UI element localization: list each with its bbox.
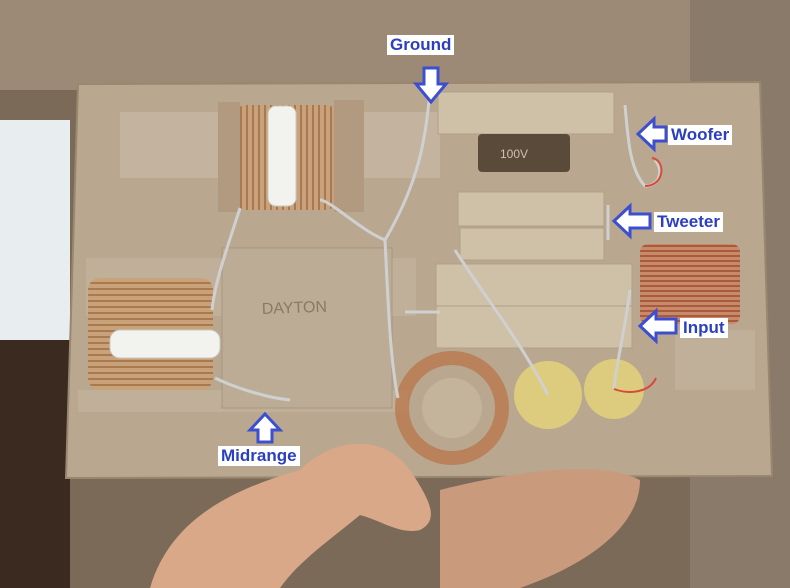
- hand: [150, 443, 431, 588]
- wire: [319, 91, 432, 242]
- wire-red: [644, 157, 663, 187]
- midrange-arrow: [246, 411, 284, 444]
- cable-tie: [267, 105, 297, 207]
- capacitor: [459, 227, 605, 261]
- hand-palm: [440, 469, 640, 588]
- input-label: Input: [680, 318, 728, 338]
- background-chair: [0, 340, 70, 588]
- tape-strip: [675, 330, 755, 390]
- wire: [623, 104, 662, 188]
- input-arrow: [637, 307, 678, 345]
- wire-red: [613, 377, 657, 393]
- inductor-top-core: [218, 102, 240, 212]
- midrange-label: Midrange: [218, 446, 300, 466]
- capacitor: [435, 263, 633, 307]
- tweeter-label: Tweeter: [654, 212, 723, 232]
- capacitor: [457, 191, 605, 227]
- background-window: [0, 120, 70, 350]
- cable-tie: [109, 329, 221, 359]
- wire: [383, 239, 400, 399]
- woofer-arrow: [635, 115, 668, 153]
- capacitor: [435, 305, 633, 349]
- woofer-label: Woofer: [668, 125, 733, 145]
- ground-arrow: [412, 66, 450, 105]
- inductor-top-core: [334, 100, 364, 212]
- inductor-right: [640, 244, 740, 324]
- film-capacitor: [478, 134, 570, 172]
- wire: [612, 289, 632, 390]
- wire: [210, 207, 242, 311]
- resistor-marking: DAYTON: [262, 299, 328, 318]
- capacitor: [437, 91, 615, 135]
- tweeter-arrow: [611, 202, 652, 240]
- wire: [214, 376, 291, 402]
- film-capacitor-marking: 100V: [500, 147, 528, 161]
- power-resistor: [221, 247, 393, 409]
- ground-label: Ground: [387, 35, 455, 55]
- air-core-coil-inner: [422, 378, 482, 438]
- air-core-coil: [395, 351, 509, 465]
- wire: [453, 249, 550, 396]
